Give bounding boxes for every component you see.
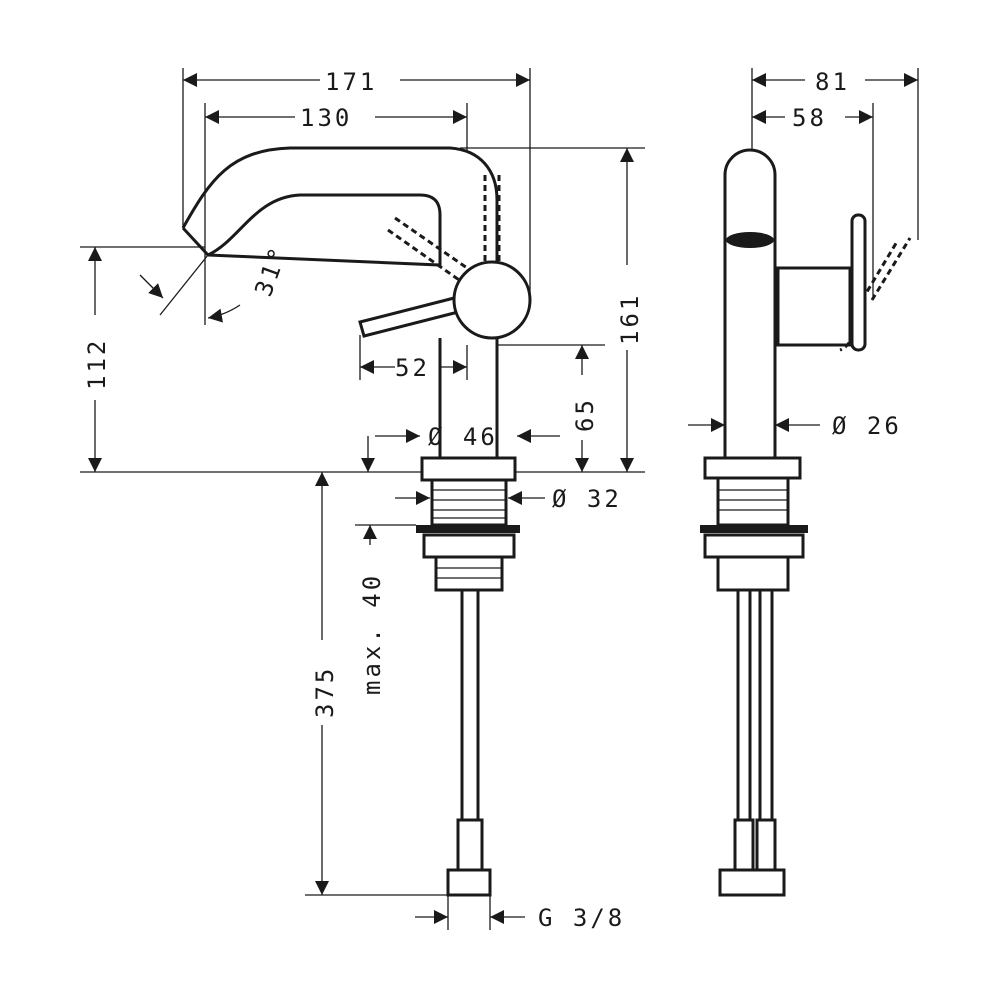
dim-g-3-8: G 3/8	[538, 904, 625, 932]
dim-52: 52	[395, 354, 430, 382]
side-spout	[723, 148, 777, 458]
dim-130: 130	[300, 104, 352, 132]
spout	[181, 146, 499, 267]
side-view	[700, 148, 912, 897]
dim-31-degree: 31°	[249, 241, 293, 300]
dim-171: 171	[325, 68, 377, 96]
dim-65: 65	[571, 397, 599, 432]
dim-161: 161	[616, 293, 644, 345]
side-lever	[850, 213, 867, 352]
dim-375: 375	[311, 666, 339, 718]
handle	[452, 260, 532, 340]
front-view	[181, 146, 532, 897]
side-dimensions: 81 58 Ø 26	[688, 68, 919, 440]
front-dimensions: 171 130 112 31° 52 161 65 Ø 46 Ø 32	[80, 68, 645, 932]
dim-58: 58	[792, 104, 827, 132]
dim-diameter-32: Ø 32	[552, 485, 622, 513]
dim-112: 112	[83, 338, 111, 390]
lever	[358, 294, 468, 338]
dim-max-40: max. 40	[358, 573, 386, 695]
side-handle-body	[776, 266, 852, 347]
dim-diameter-26: Ø 26	[832, 412, 902, 440]
dim-81: 81	[815, 68, 850, 96]
dim-diameter-46: Ø 46	[428, 423, 498, 451]
